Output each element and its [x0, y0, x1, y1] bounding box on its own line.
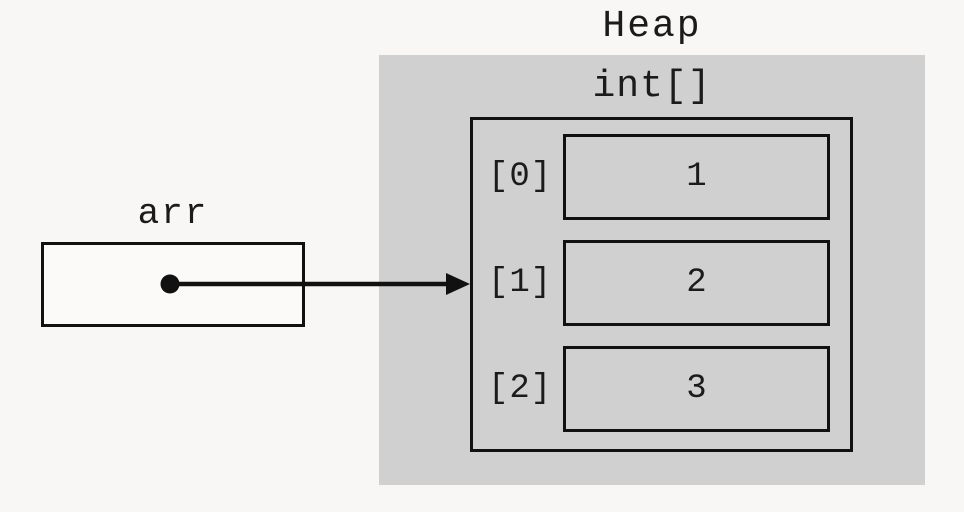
- element-index-label: [0]: [488, 158, 553, 196]
- variable-name-label: arr: [137, 193, 209, 234]
- array-object-box: [0] 1 [1] 2 [2] 3: [470, 117, 853, 452]
- heap-region: int[] [0] 1 [1] 2 [2] 3: [379, 55, 925, 485]
- element-index-label: [2]: [488, 370, 553, 408]
- element-value-cell: 3: [563, 346, 830, 432]
- element-index-label: [1]: [488, 264, 553, 302]
- variable-reference-box: [41, 242, 305, 327]
- element-value-cell: 2: [563, 240, 830, 326]
- array-element-row: [1] 2: [488, 240, 850, 326]
- array-element-row: [0] 1: [488, 134, 850, 220]
- element-value: 2: [686, 264, 707, 302]
- array-type-label: int[]: [592, 65, 712, 108]
- element-value-cell: 1: [563, 134, 830, 220]
- element-value: 3: [686, 370, 707, 408]
- heap-title: Heap: [602, 5, 702, 48]
- element-value: 1: [686, 158, 707, 196]
- array-element-row: [2] 3: [488, 346, 850, 432]
